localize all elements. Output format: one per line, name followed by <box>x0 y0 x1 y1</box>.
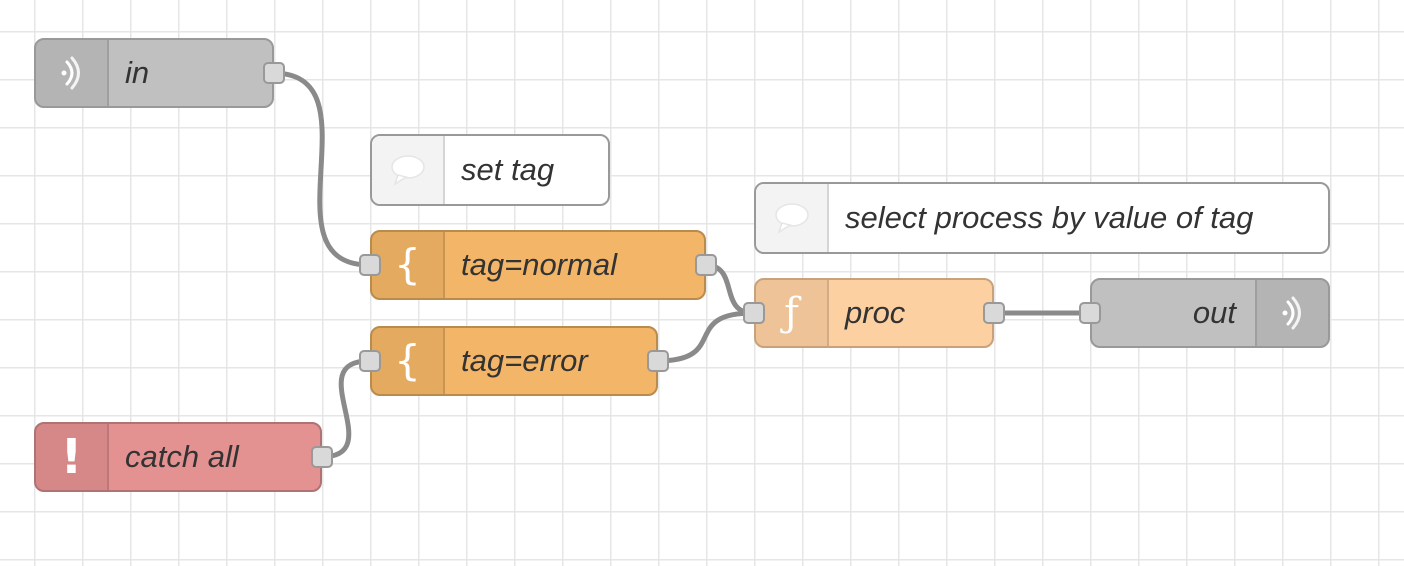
comment-select-process[interactable]: select process by value of tag <box>754 182 1330 254</box>
node-tag-normal-icon-area: { <box>372 232 445 298</box>
radio-waves-icon <box>61 56 80 90</box>
speech-bubble-icon <box>774 203 809 234</box>
node-proc-label: proc <box>845 295 906 330</box>
node-tag-error-input-port[interactable] <box>359 350 381 372</box>
node-tag-normal[interactable]: { tag=normal <box>359 230 717 300</box>
wire-tag-error-to-proc[interactable] <box>654 310 756 364</box>
exclamation-icon: ! <box>60 429 83 485</box>
node-in[interactable]: in <box>34 38 285 108</box>
node-tag-error-label: tag=error <box>461 343 588 378</box>
node-tag-error-output-port[interactable] <box>647 350 669 372</box>
wire-in-to-tag-normal[interactable] <box>270 70 372 268</box>
node-catch-all-icon-area: ! <box>36 424 109 490</box>
node-proc[interactable]: ƒ proc <box>743 278 1005 348</box>
curly-brace-icon: { <box>394 336 421 385</box>
node-out[interactable]: out <box>1079 278 1330 348</box>
node-in-output-port[interactable] <box>263 62 285 84</box>
node-out-label: out <box>1192 295 1236 330</box>
node-catch-all-output-port[interactable] <box>311 446 333 468</box>
node-out-input-port[interactable] <box>1079 302 1101 324</box>
wire-catch-all-to-tag-error[interactable] <box>318 358 372 460</box>
curly-brace-icon: { <box>394 240 421 289</box>
node-tag-error[interactable]: { tag=error <box>359 326 669 396</box>
comment-select-process-label: select process by value of tag <box>845 200 1254 235</box>
node-tag-normal-label: tag=normal <box>461 247 617 282</box>
node-proc-output-port[interactable] <box>983 302 1005 324</box>
node-proc-input-port[interactable] <box>743 302 765 324</box>
node-tag-normal-output-port[interactable] <box>695 254 717 276</box>
radio-waves-icon <box>1282 296 1301 330</box>
node-catch-all[interactable]: ! catch all <box>34 422 333 492</box>
comment-set-tag-label: set tag <box>461 152 555 187</box>
node-out-icon-area <box>1255 280 1328 346</box>
speech-bubble-icon <box>390 155 425 186</box>
comment-set-tag[interactable]: set tag <box>370 134 610 206</box>
comment-set-tag-icon-area <box>372 136 445 204</box>
node-catch-all-label: catch all <box>125 439 239 474</box>
node-proc-icon-area: ƒ <box>756 280 829 346</box>
comment-select-process-icon-area <box>756 184 829 252</box>
function-icon: ƒ <box>784 290 799 336</box>
node-in-label: in <box>125 55 150 90</box>
node-in-icon-area <box>36 40 109 106</box>
node-tag-normal-input-port[interactable] <box>359 254 381 276</box>
node-tag-error-icon-area: { <box>372 328 445 394</box>
